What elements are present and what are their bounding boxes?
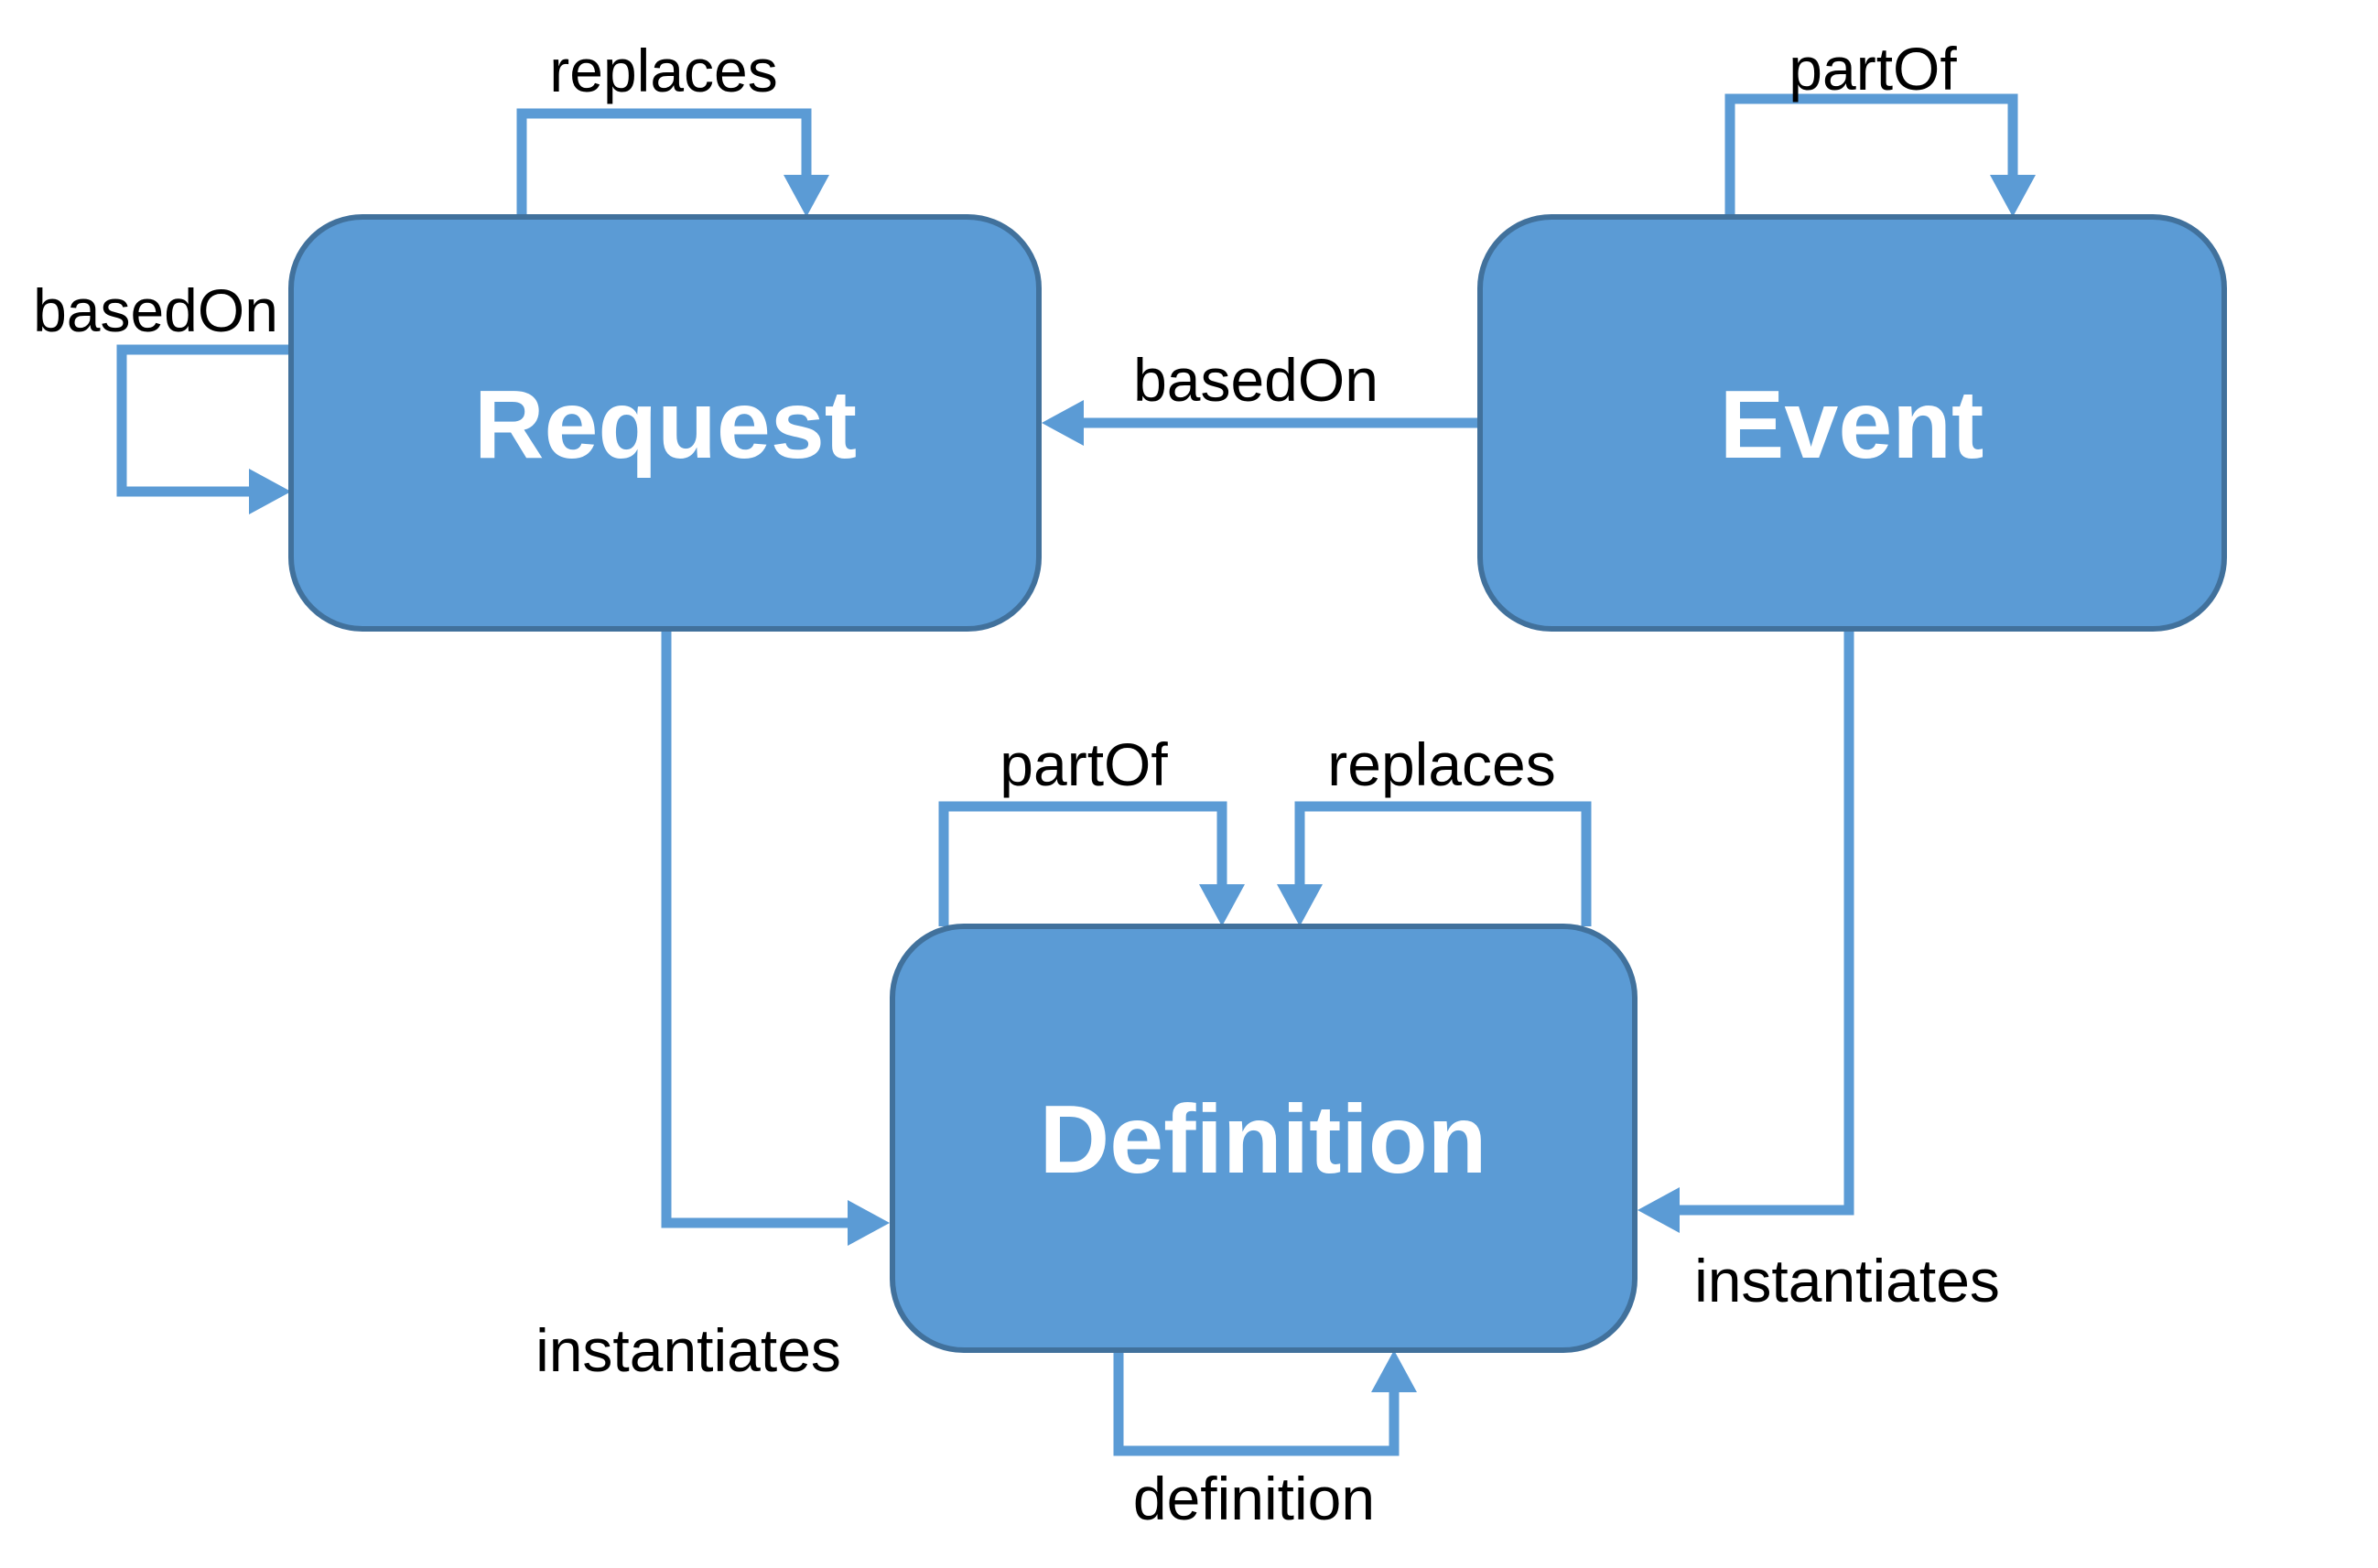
edge-definition-partof-self: partOf (938, 730, 1245, 926)
edge-event-basedon-request: basedOn (1042, 346, 1480, 446)
edge-label-event-partof: partOf (1789, 35, 1957, 103)
definition-partof-loop-line (938, 801, 1227, 926)
request-basedon-loop-line (116, 344, 291, 497)
event-instantiates-line (1678, 629, 1854, 1216)
request-basedon-arrowhead-right-icon (249, 469, 291, 514)
edge-request-replaces-self: replaces (516, 37, 829, 217)
request-replaces-arrowhead-down-icon (784, 175, 829, 217)
event-partof-arrowhead-down-icon (1990, 175, 2036, 217)
node-request: Request (288, 214, 1042, 632)
edge-event-instantiates-definition: instantiates (1638, 629, 2000, 1314)
node-event-label: Event (1720, 371, 1984, 479)
node-request-box (288, 214, 1042, 632)
edge-label-request-instantiates: instantiates (535, 1316, 841, 1384)
edge-label-definition-partof: partOf (1000, 730, 1168, 798)
node-request-label: Request (474, 371, 857, 479)
edge-definition-definition-self: definition (1113, 1350, 1417, 1532)
definition-definition-loop-line (1113, 1350, 1400, 1456)
edge-label-request-replaces: replaces (549, 37, 777, 104)
edge-label-definition-replaces: replaces (1327, 730, 1555, 798)
edge-label-event-instantiates: instantiates (1694, 1247, 2000, 1314)
edge-label-request-basedon: basedOn (33, 276, 278, 344)
edge-request-basedon-self: basedOn (33, 276, 291, 514)
edge-label-event-basedon-request: basedOn (1133, 346, 1378, 414)
edge-event-partof-self: partOf (1724, 35, 2036, 217)
request-replaces-loop-line (516, 108, 812, 217)
node-definition-label: Definition (1040, 1086, 1487, 1194)
event-basedon-request-arrowhead-left-icon (1042, 400, 1084, 446)
definition-replaces-arrowhead-down-icon (1277, 884, 1323, 926)
event-partof-loop-line (1724, 93, 2018, 217)
event-instantiates-arrowhead-left-icon (1638, 1187, 1680, 1233)
node-definition: Definition (890, 924, 1638, 1353)
definition-replaces-loop-line (1294, 801, 1592, 926)
node-event: Event (1477, 214, 2227, 632)
edge-request-instantiates-definition: instantiates (535, 629, 890, 1384)
request-instantiates-arrowhead-right-icon (848, 1200, 890, 1246)
node-event-box (1477, 214, 2227, 632)
edge-label-definition-definition: definition (1133, 1465, 1375, 1532)
request-instantiates-line (661, 629, 849, 1228)
definition-definition-arrowhead-up-icon (1371, 1350, 1417, 1392)
node-definition-box (890, 924, 1638, 1353)
edge-definition-replaces-self: replaces (1277, 730, 1592, 926)
definition-partof-arrowhead-down-icon (1199, 884, 1245, 926)
